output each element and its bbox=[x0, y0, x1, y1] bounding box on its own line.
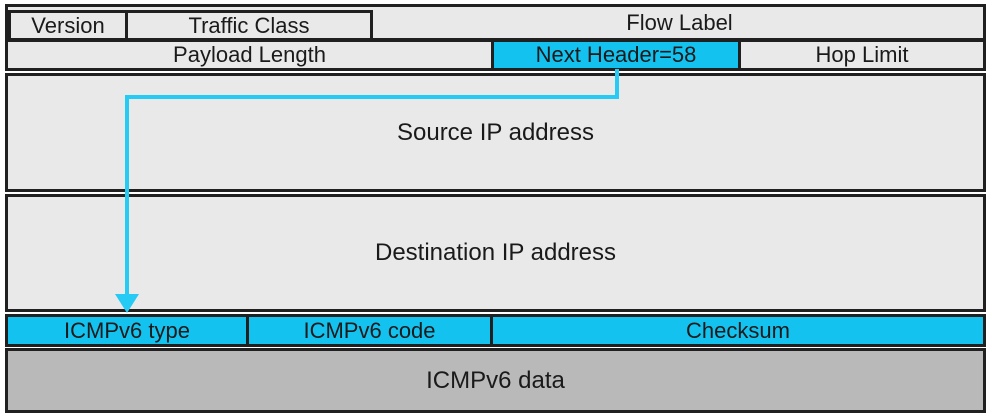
flow-label-text: Flow Label bbox=[626, 9, 733, 35]
icmpv6-code-text: ICMPv6 code bbox=[303, 317, 436, 343]
checksum-text: Checksum bbox=[686, 317, 790, 343]
field-source-ip: Source IP address bbox=[5, 73, 986, 192]
icmpv6-data-text: ICMPv6 data bbox=[426, 366, 565, 394]
field-traffic-class: Traffic Class bbox=[125, 10, 373, 41]
source-ip-text: Source IP address bbox=[396, 118, 594, 146]
traffic-class-text: Traffic Class bbox=[188, 12, 310, 38]
destination-ip-text: Destination IP address bbox=[374, 239, 617, 266]
field-version: Version bbox=[8, 10, 128, 41]
field-icmpv6-data: ICMPv6 data bbox=[5, 348, 986, 413]
next-header-text: Next Header=58 bbox=[535, 42, 697, 67]
field-hop-limit: Hop Limit bbox=[738, 39, 986, 71]
icmpv6-type-text: ICMPv6 type bbox=[64, 317, 190, 343]
field-destination-ip: Destination IP address bbox=[5, 194, 986, 312]
field-icmpv6-type: ICMPv6 type bbox=[5, 314, 249, 347]
payload-length-text: Payload Length bbox=[173, 42, 326, 67]
field-next-header: Next Header=58 bbox=[491, 39, 741, 71]
version-text: Version bbox=[31, 12, 105, 38]
field-payload-length: Payload Length bbox=[5, 39, 494, 71]
field-icmpv6-code: ICMPv6 code bbox=[246, 314, 493, 347]
field-checksum: Checksum bbox=[490, 314, 986, 347]
hop-limit-text: Hop Limit bbox=[815, 42, 909, 67]
